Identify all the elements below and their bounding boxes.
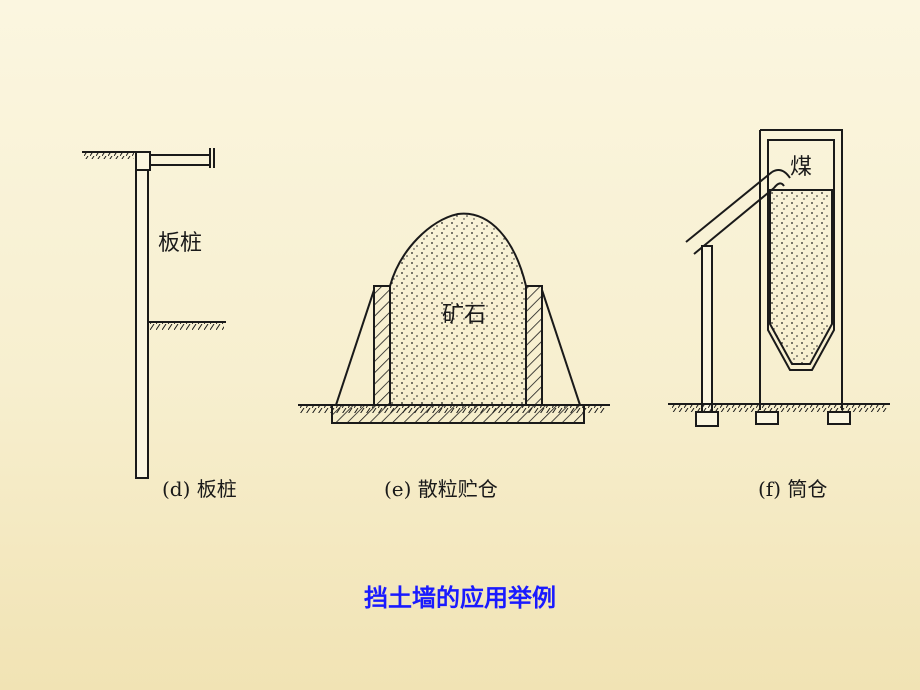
panel-e-label: 矿石: [442, 303, 486, 328]
panel-e-bulk-storage: [298, 212, 610, 424]
panel-d-label: 板桩: [158, 231, 202, 256]
panel-f-label: 煤: [790, 155, 812, 180]
slide-title: 挡土墙的应用举例: [364, 584, 556, 612]
panel-d-caption: (d) 板桩: [162, 477, 237, 501]
panel-f-silo: [668, 129, 890, 427]
panel-e-caption: (e) 散粒贮仓: [384, 477, 498, 501]
panel-d-sheet-pile: [82, 148, 226, 479]
panel-f-caption: (f) 筒仓: [758, 477, 827, 501]
